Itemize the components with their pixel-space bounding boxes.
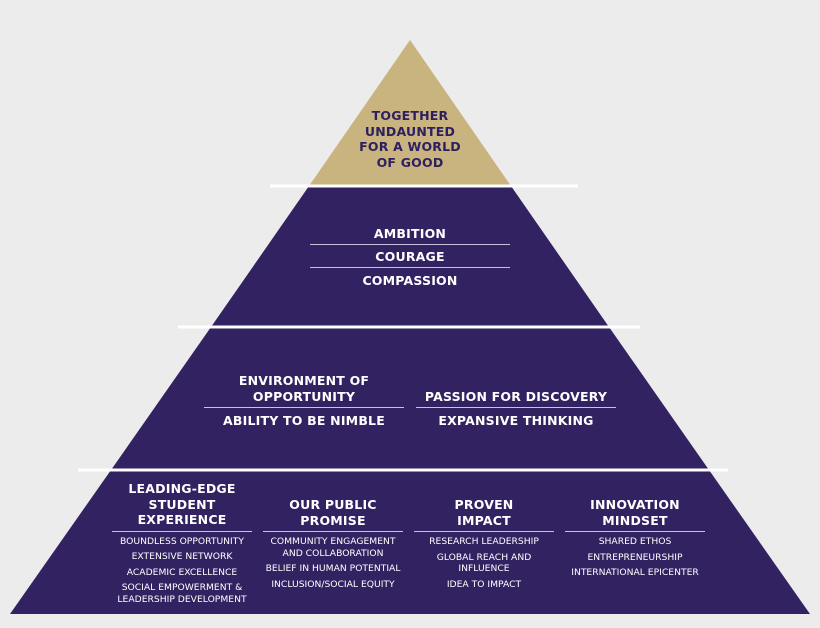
pillar-heading-line: IMPACT: [457, 512, 511, 528]
pillar-item: BOUNDLESS OPPORTUNITY: [120, 535, 244, 547]
attribute-right-divider: [416, 407, 616, 408]
apex-line: UNDAUNTED: [364, 123, 456, 139]
pillar-item: ACADEMIC EXCELLENCE: [126, 566, 238, 578]
pyramid-apex-tier: [309, 40, 511, 186]
pillar-heading-line: LEADING-EDGE: [128, 481, 236, 496]
attribute-left-divider: [204, 407, 404, 408]
pillar-heading: OUR PUBLIC PROMISE: [263, 497, 403, 528]
attribute-heading-line: OPPORTUNITY: [252, 388, 356, 404]
value-divider: [310, 267, 510, 268]
pillar-item: INTERNATIONAL EPICENTER: [571, 567, 699, 578]
pyramid-values-tier: [211, 186, 609, 327]
pillar-heading: INNOVATION MINDSET: [565, 497, 705, 528]
pillar-item: COMMUNITY ENGAGEMENT AND COLLABORATION: [270, 536, 396, 559]
pillar-proven-impact: PROVEN IMPACT RESEARCH LEADERSHIP GLOBAL…: [414, 497, 554, 590]
apex-line: FOR A WORLD: [359, 139, 461, 154]
pillar-item: ENTREPRENEURSHIP: [587, 551, 683, 563]
apex-line: TOGETHER: [371, 108, 449, 123]
pillar-heading-line: PROVEN: [454, 497, 514, 512]
value-compassion: COMPASSION: [362, 273, 458, 288]
pillar-public-promise: OUR PUBLIC PROMISE COMMUNITY ENGAGEMENT …: [263, 497, 403, 590]
pyramid-pillars-tier: [10, 470, 810, 614]
pyramid-attributes-tier: [111, 327, 709, 470]
pillar-item: EXTENSIVE NETWORK: [131, 551, 233, 562]
attribute-heading-line: PASSION FOR DISCOVERY: [424, 389, 608, 404]
pillar-divider: [112, 530, 252, 532]
attribute-right-heading: PASSION FOR DISCOVERY: [416, 389, 616, 405]
pillar-item: SHARED ETHOS: [598, 536, 672, 547]
attribute-left-sub: ABILITY TO BE NIMBLE: [223, 413, 385, 428]
apex-line: OF GOOD: [376, 154, 444, 170]
pillar-item: GLOBAL REACH AND INFLUENCE: [436, 551, 532, 575]
attribute-right-sub: EXPANSIVE THINKING: [438, 413, 594, 428]
pillar-divider: [565, 531, 705, 532]
pillar-item: IDEA TO IMPACT: [446, 578, 522, 590]
pillar-item: INCLUSION/SOCIAL EQUITY: [271, 578, 395, 590]
pillar-item: SOCIAL EMPOWERMENT & LEADERSHIP DEVELOPM…: [117, 582, 247, 605]
apex-statement: TOGETHER UNDAUNTED FOR A WORLD OF GOOD: [335, 108, 485, 170]
value-divider: [310, 244, 510, 245]
pillar-heading: LEADING-EDGE STUDENT EXPERIENCE: [112, 481, 252, 528]
pillar-heading-line: MINDSET: [602, 512, 668, 528]
pillar-divider: [263, 531, 403, 532]
value-ambition: AMBITION: [373, 226, 447, 241]
pillar-student-experience: LEADING-EDGE STUDENT EXPERIENCE BOUNDLES…: [112, 481, 252, 605]
pillar-innovation-mindset: INNOVATION MINDSET SHARED ETHOS ENTREPRE…: [565, 497, 705, 579]
pillar-heading-line: PROMISE: [300, 512, 366, 528]
pillar-heading-line: STUDENT: [148, 496, 216, 512]
attribute-left-heading: ENVIRONMENT OF OPPORTUNITY: [204, 373, 404, 404]
pillar-heading-line: INNOVATION: [590, 497, 680, 512]
pillar-item: BELIEF IN HUMAN POTENTIAL: [265, 563, 401, 574]
pillar-heading-line: EXPERIENCE: [137, 512, 227, 527]
value-courage: COURAGE: [375, 249, 445, 264]
pillar-heading: PROVEN IMPACT: [414, 497, 554, 528]
pillar-heading-line: OUR PUBLIC: [289, 497, 377, 512]
pillar-item: RESEARCH LEADERSHIP: [429, 536, 539, 547]
pillar-divider: [414, 531, 554, 532]
attribute-heading-line: ENVIRONMENT OF: [238, 373, 370, 388]
